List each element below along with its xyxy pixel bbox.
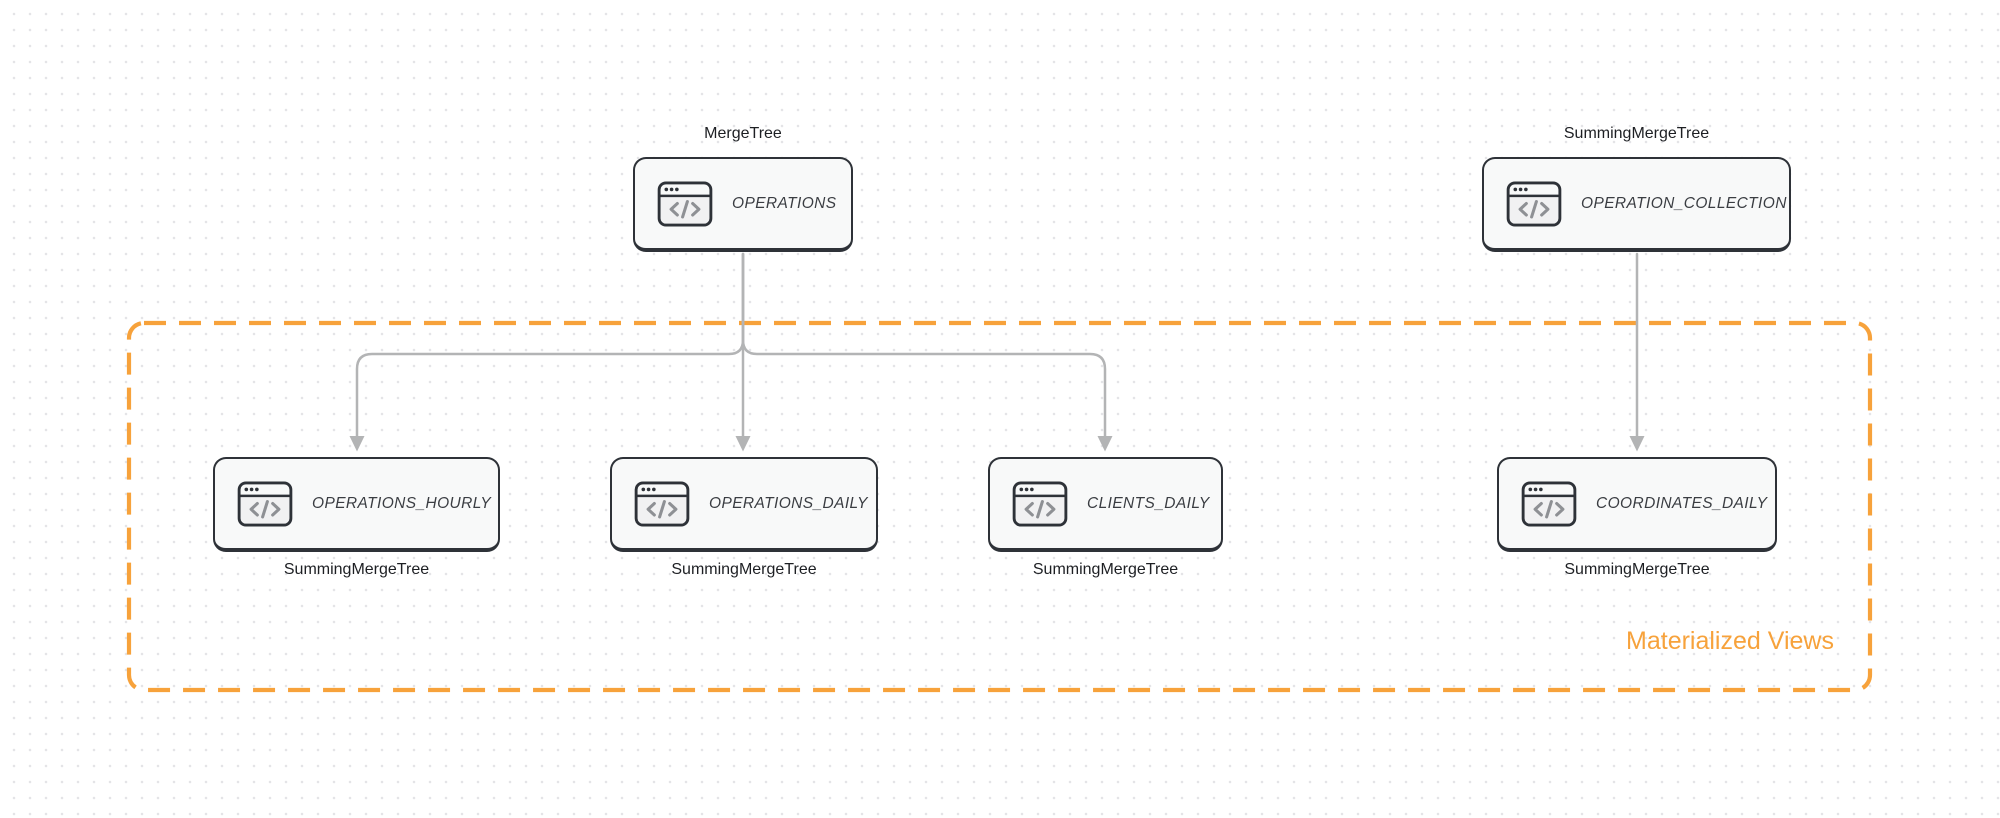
engine-label-coordinates-daily: SummingMergeTree xyxy=(1564,561,1710,578)
engine-label-operation-collection: SummingMergeTree xyxy=(1563,125,1710,142)
engine-label-operations-hourly: SummingMergeTree xyxy=(283,561,430,578)
table-name: OPERATION_COLLECTION xyxy=(1581,194,1787,212)
table-name: CLIENTS_DAILY xyxy=(1087,494,1210,512)
code-window-icon xyxy=(1506,180,1562,227)
code-window-icon xyxy=(634,480,690,527)
node-operation-collection[interactable]: OPERATION_COLLECTION xyxy=(1482,157,1791,252)
table-name: OPERATIONS_HOURLY xyxy=(312,494,492,512)
code-window-icon xyxy=(1521,480,1577,527)
arrowhead-clients-daily xyxy=(1097,436,1113,452)
arrowhead-coordinates-daily xyxy=(1629,436,1645,452)
arrowhead-operations-daily xyxy=(735,436,751,452)
code-window-icon xyxy=(1012,480,1068,527)
table-name: COORDINATES_DAILY xyxy=(1596,494,1768,512)
arrow-operations-to-operations-hourly xyxy=(355,252,745,439)
engine-label-clients-daily: SummingMergeTree xyxy=(1032,561,1179,578)
node-clients-daily[interactable]: CLIENTS_DAILY xyxy=(988,457,1223,552)
table-name: OPERATIONS xyxy=(732,194,837,212)
engine-label-operations-daily: SummingMergeTree xyxy=(671,561,817,578)
table-name: OPERATIONS_DAILY xyxy=(709,494,868,512)
code-window-icon xyxy=(657,180,713,227)
node-operations-daily[interactable]: OPERATIONS_DAILY xyxy=(610,457,878,552)
code-window-icon xyxy=(237,480,293,527)
node-operations[interactable]: OPERATIONS xyxy=(633,157,853,252)
node-coordinates-daily[interactable]: COORDINATES_DAILY xyxy=(1497,457,1777,552)
materialized-views-group-label: Materialized Views xyxy=(1626,627,1834,655)
arrow-operations-to-clients-daily xyxy=(741,252,1107,439)
engine-label-operations: MergeTree xyxy=(704,125,782,142)
materialized-views-group-frame xyxy=(126,320,1873,693)
arrowhead-operations-hourly xyxy=(349,436,365,452)
node-operations-hourly[interactable]: OPERATIONS_HOURLY xyxy=(213,457,500,552)
